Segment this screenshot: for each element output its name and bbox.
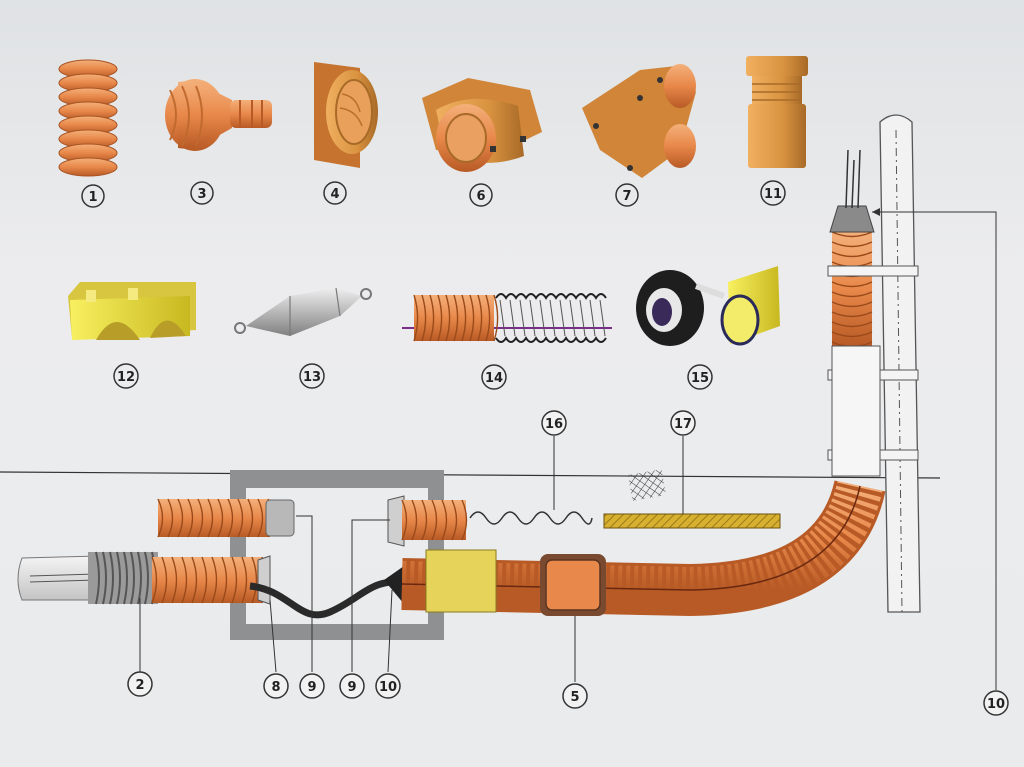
bell-mouth-upper-right: [387, 495, 405, 547]
catalog-number-15: 15: [687, 364, 713, 390]
callout-9-left: 9: [299, 673, 325, 699]
catalog-number-12: 12: [113, 363, 139, 389]
svg-text:14: 14: [485, 371, 503, 386]
callout-2: 2: [127, 671, 153, 697]
callout-10-right: 10: [983, 690, 1009, 716]
svg-text:11: 11: [764, 187, 782, 202]
part-11-threaded-adapter: [746, 56, 808, 168]
svg-text:1: 1: [88, 190, 97, 205]
bell-mouth-lower-left: [257, 555, 271, 605]
part-14-conduit-with-draw-wire: [402, 293, 612, 343]
catalog-number-11: 11: [760, 180, 786, 206]
pole-clamps: [827, 265, 919, 477]
catalog-number-7: 7: [615, 183, 639, 207]
catalog-number-3: 3: [190, 181, 214, 205]
ground-line: [0, 471, 941, 479]
draw-wire-16: [469, 511, 593, 525]
main-conduit-run: [401, 479, 886, 617]
conduit-upper-right: [401, 499, 468, 541]
conduit-coupler: [540, 554, 606, 616]
svg-text:2: 2: [135, 678, 144, 693]
conduit-support-holder: [425, 549, 497, 613]
part-1-corrugated-sleeve: [58, 59, 118, 177]
catalog-number-13: 13: [299, 363, 325, 389]
svg-text:5: 5: [570, 690, 579, 705]
callout-arrow-10-right: [872, 208, 880, 216]
part-6-pipe-saddle: [422, 78, 542, 172]
cable-seal-cone: [384, 566, 404, 604]
svg-text:3: 3: [197, 187, 206, 202]
svg-text:9: 9: [347, 680, 356, 695]
catalog-number-4: 4: [323, 181, 347, 205]
svg-text:10: 10: [379, 680, 397, 695]
callout-10-left: 10: [375, 673, 401, 699]
svg-text:7: 7: [622, 189, 631, 204]
svg-text:17: 17: [674, 417, 692, 432]
warning-tape-17: [603, 469, 781, 529]
callout-5: 5: [562, 683, 588, 709]
cable-pit: [230, 470, 444, 640]
svg-text:6: 6: [476, 189, 485, 204]
callout-leaders: [139, 211, 997, 690]
catalog-number-1: 1: [81, 184, 105, 208]
conduit-lower-left: [151, 556, 268, 604]
part-12-spacer-clip: [68, 282, 196, 340]
callout-16: 16: [541, 410, 567, 436]
callout-9-right: 9: [339, 673, 365, 699]
svg-text:10: 10: [987, 697, 1005, 712]
svg-text:9: 9: [307, 680, 316, 695]
svg-text:16: 16: [545, 417, 563, 432]
svg-text:12: 12: [117, 370, 135, 385]
conduit-upper-left: [157, 498, 274, 538]
svg-text:4: 4: [330, 187, 339, 202]
part-4-wall-flange: [314, 62, 378, 168]
callout-17: 17: [670, 410, 696, 436]
catalog-number-6: 6: [469, 183, 493, 207]
svg-text:8: 8: [271, 680, 280, 695]
part-13-cable-pulling-bob: [234, 287, 372, 336]
cable: [249, 578, 401, 619]
catalog-number-14: 14: [481, 364, 507, 390]
riser-end-cap: [829, 149, 875, 233]
callout-8: 8: [263, 673, 289, 699]
utility-pole: [879, 114, 921, 613]
part-15-sealing-tapes: [636, 266, 780, 346]
steel-pipe: [17, 551, 158, 605]
part-3-reducer-fitting: [165, 79, 272, 151]
riser-conduit: [831, 231, 873, 348]
part-7-y-branch: [582, 64, 696, 178]
svg-text:15: 15: [691, 371, 709, 386]
bell-mouth-upper-left: [265, 499, 295, 537]
svg-text:13: 13: [303, 370, 321, 385]
